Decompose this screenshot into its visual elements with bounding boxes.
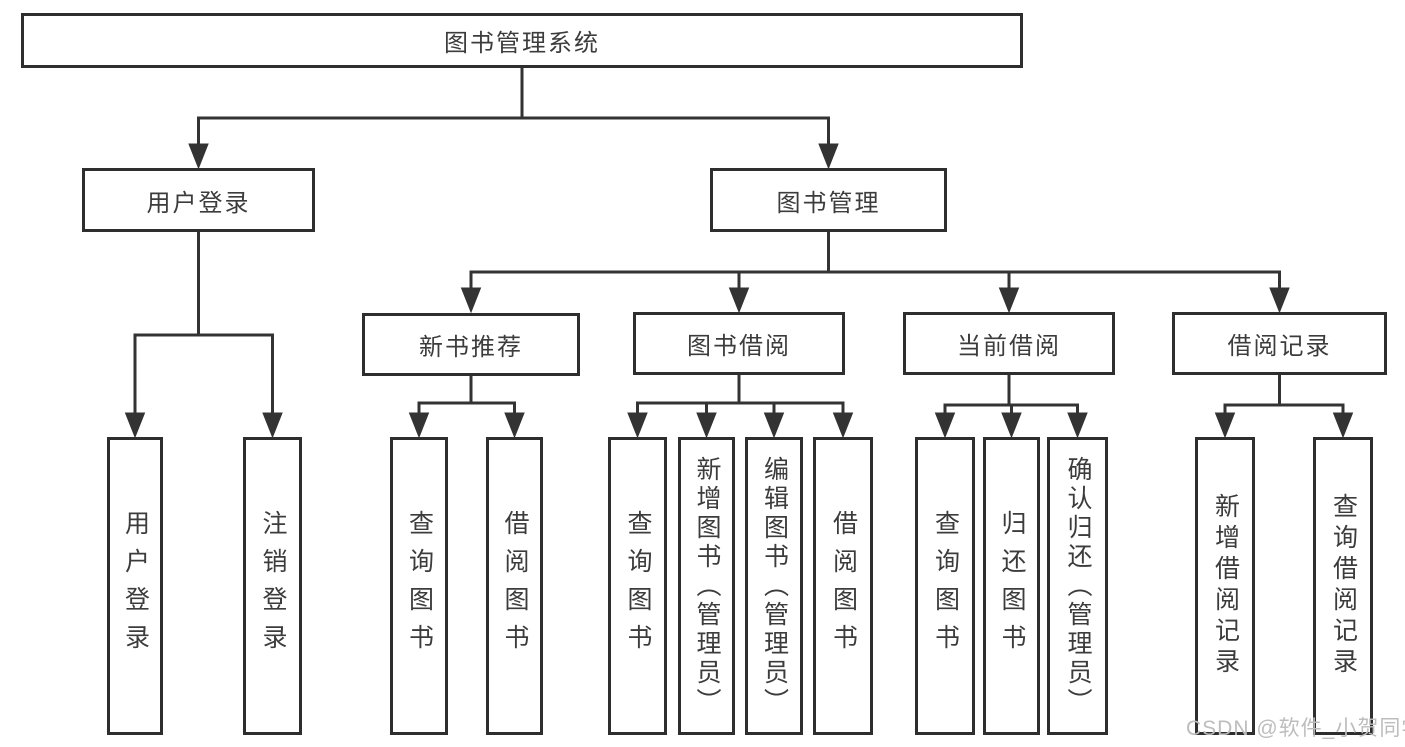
node-borrow-records: 借阅记录 [1172,312,1387,375]
leaf-bb-edit-books: 编辑图书（管理员） [745,437,803,735]
node-current-borrow: 当前借阅 [903,312,1115,375]
leaf-br-add-record: 新增借阅记录 [1195,437,1255,735]
leaf-bb-query-books: 查询图书 [608,437,667,735]
leaf-cb-confirm-return: 确认归还（管理员） [1047,437,1108,735]
node-book-management: 图书管理 [710,168,947,232]
leaf-cb-query-books: 查询图书 [915,437,975,735]
leaf-bb-borrow-books: 借阅图书 [813,437,873,735]
node-new-book-recommend: 新书推荐 [362,313,580,376]
leaf-cb-return-books: 归还图书 [983,437,1040,735]
leaf-nbr-query-books: 查询图书 [390,437,448,735]
node-user-login: 用户登录 [82,168,315,232]
leaf-nbr-borrow-books: 借阅图书 [486,437,543,735]
leaf-br-query-record: 查询借阅记录 [1313,437,1373,735]
node-root: 图书管理系统 [21,13,1023,68]
node-book-borrow: 图书借阅 [633,312,845,375]
leaf-user-login: 用户登录 [107,437,163,735]
csdn-watermark: CSDN @软件_小贺同学 [1186,717,1405,740]
leaf-bb-add-books: 新增图书（管理员） [678,437,735,735]
leaf-logout: 注销登录 [243,437,302,735]
